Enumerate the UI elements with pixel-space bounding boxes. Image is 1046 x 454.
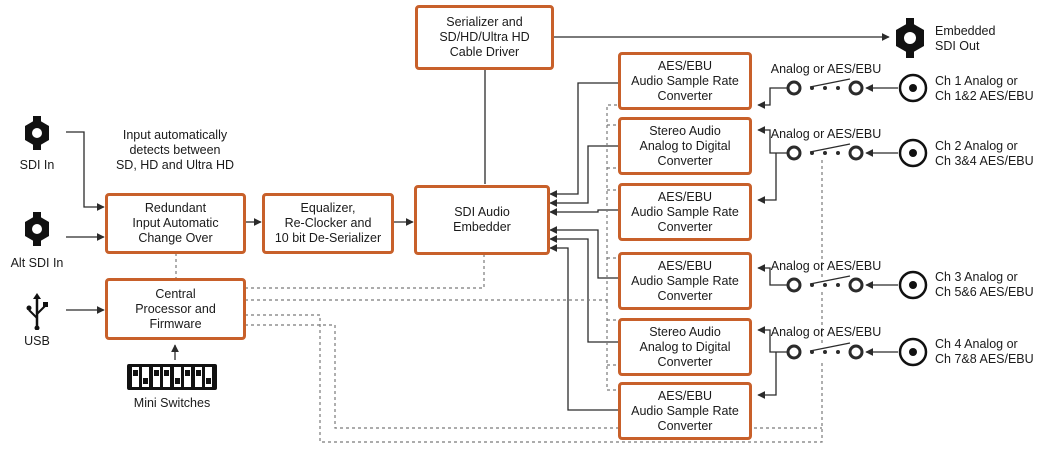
alt-sdi-in-label: Alt SDI In [10, 256, 64, 270]
channel-label: Ch 1 Analog or Ch 1&2 AES/EBU [935, 74, 1034, 103]
channel-label: Ch 3 Analog or Ch 5&6 AES/EBU [935, 270, 1034, 299]
channel-label: Ch 2 Analog or Ch 3&4 AES/EBU [935, 139, 1034, 168]
channel-label: Ch 4 Analog or Ch 7&8 AES/EBU [935, 337, 1034, 366]
sdi-audio-embedder-block: SDI Audio Embedder [414, 185, 550, 255]
aes-ebu-converter-block: AES/EBU Audio Sample Rate Converter [618, 183, 752, 241]
bnc-connector-icon [25, 116, 49, 150]
xlr-input-icon [898, 270, 928, 300]
aes-ebu-converter-block: AES/EBU Audio Sample Rate Converter [618, 252, 752, 310]
usb-icon [26, 293, 48, 330]
switch-label: Analog or AES/EBU [770, 259, 882, 273]
analog-to-digital-converter-block: Stereo Audio Analog to Digital Converter [618, 318, 752, 376]
analog-to-digital-converter-block: Stereo Audio Analog to Digital Converter [618, 117, 752, 175]
redundant-input-block: Redundant Input Automatic Change Over [105, 193, 246, 254]
equalizer-block: Equalizer, Re-Clocker and 10 bit De-Seri… [262, 193, 394, 254]
central-processor-block: Central Processor and Firmware [105, 278, 246, 340]
switch-label: Analog or AES/EBU [770, 325, 882, 339]
switch-label: Analog or AES/EBU [770, 62, 882, 76]
bnc-connector-icon [25, 212, 49, 246]
auto-detect-note: Input automatically detects between SD, … [115, 128, 235, 172]
switch-label: Analog or AES/EBU [770, 127, 882, 141]
serializer-block: Serializer and SD/HD/Ultra HD Cable Driv… [415, 5, 554, 70]
mini-switches-icon [127, 364, 217, 390]
xlr-input-icon [898, 337, 928, 367]
mini-switches-label: Mini Switches [133, 396, 211, 410]
embedded-sdi-out-label: Embedded SDI Out [935, 24, 996, 53]
xlr-input-icon [898, 138, 928, 168]
xlr-input-icon [898, 73, 928, 103]
aes-ebu-converter-block: AES/EBU Audio Sample Rate Converter [618, 382, 752, 440]
bnc-output-icon [896, 18, 924, 58]
sdi-in-label: SDI In [19, 158, 55, 172]
aes-ebu-converter-block: AES/EBU Audio Sample Rate Converter [618, 52, 752, 110]
usb-label: USB [24, 334, 50, 348]
